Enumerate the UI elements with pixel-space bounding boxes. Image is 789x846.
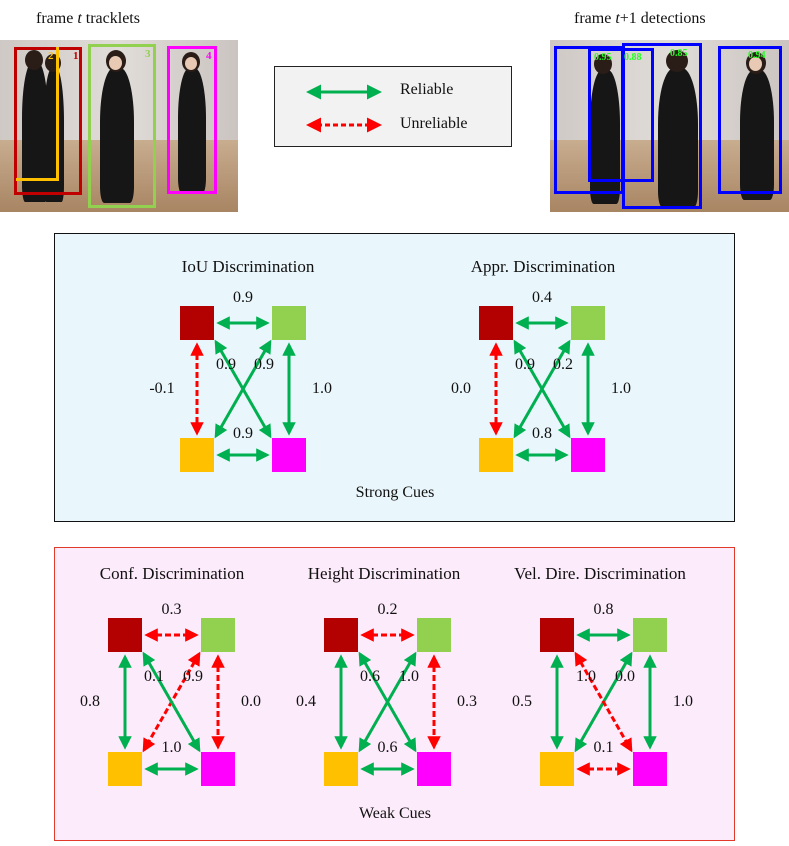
node-green: [571, 306, 605, 340]
edge-label-diag-left-5: 1.0: [576, 668, 596, 685]
node-red: [180, 306, 214, 340]
edge-label-left-1: -0.1: [149, 380, 175, 397]
edge-diagonal-b-1: [214, 339, 272, 439]
node-red: [479, 306, 513, 340]
edge-label-diag-left-3: 0.1: [144, 668, 164, 685]
edge-label-right-1: 1.0: [312, 380, 332, 397]
weak-cues-label: Weak Cues: [358, 805, 432, 822]
edge-label-diag-right-3: 0.9: [183, 668, 203, 685]
edge-label-bottom-4: 0.6: [377, 739, 398, 756]
tracklet-id-2: 2: [48, 50, 54, 62]
detection-score-2: 0.88: [624, 52, 642, 63]
left-caption: frame t tracklets: [36, 10, 140, 28]
strong-cues-panel: [54, 233, 735, 522]
legend-unreliable-label: Unreliable: [400, 115, 468, 132]
node-green: [633, 618, 667, 652]
right-caption-prefix: frame: [574, 10, 612, 27]
dancer-figure: [740, 70, 774, 200]
detection-box-3: [622, 43, 702, 209]
edge-label-bottom-1: 0.9: [233, 425, 253, 442]
node-green: [272, 306, 306, 340]
node-magenta: [201, 752, 235, 786]
edge-label-diag-left-2: 0.9: [515, 355, 535, 373]
tracklet-box-3: [88, 44, 156, 208]
edge-diagonal-b-5: [574, 651, 633, 753]
edge-label-left-5: 0.5: [512, 693, 532, 710]
tracklet-box-2: [16, 47, 59, 181]
node-green: [201, 618, 235, 652]
edge-diagonal-b-4: [358, 651, 417, 753]
right-caption-suffix: +1 detections: [619, 10, 706, 27]
dancer-figure: [658, 68, 698, 208]
graph-title-3: Conf. Discrimination: [99, 564, 245, 583]
graph-title-2: Appr. Discrimination: [470, 257, 616, 276]
edge-label-top-3: 0.3: [161, 601, 182, 618]
tracklet-box-4: [167, 46, 217, 194]
edge-label-diag-right-2: 0.2: [553, 355, 573, 373]
edge-label-right-2: 1.0: [611, 380, 631, 397]
edge-label-diag-left-1: 0.9: [216, 355, 236, 373]
legend-reliable-label: Reliable: [400, 81, 454, 98]
graph-title-5: Vel. Dire. Discrimination: [514, 564, 686, 583]
edge-label-bottom-2: 0.8: [532, 425, 552, 442]
node-red: [324, 618, 358, 652]
edge-label-left-2: 0.0: [451, 380, 471, 397]
edge-label-bottom-5: 0.1: [593, 739, 614, 756]
node-orange: [540, 752, 574, 786]
edge-label-top-2: 0.4: [532, 289, 552, 306]
left-caption-suffix: tracklets: [85, 10, 140, 27]
detection-score-3: 0.85: [670, 48, 688, 59]
dancer-figure: [44, 68, 64, 202]
detection-box-4: [718, 46, 782, 194]
node-magenta: [633, 752, 667, 786]
node-orange: [180, 438, 214, 472]
node-red: [540, 618, 574, 652]
legend-arrows: [306, 84, 382, 133]
node-magenta: [417, 752, 451, 786]
tracklet-id-3: 3: [145, 48, 151, 60]
left-caption-prefix: frame: [36, 10, 74, 27]
tracklet-id-4: 4: [206, 50, 212, 62]
edge-label-diag-right-4: 1.0: [399, 668, 419, 685]
graph-title-1: IoU Discrimination: [181, 257, 315, 276]
edge-label-right-4: 0.3: [457, 693, 477, 710]
detection-score-4: 0.94: [748, 50, 766, 61]
detection-box-2: [588, 48, 654, 182]
tracklet-id-1: 1: [73, 50, 79, 62]
legend: Reliable Unreliable: [274, 66, 512, 147]
edge-label-diag-left-4: 0.6: [360, 668, 380, 685]
node-orange: [108, 752, 142, 786]
tracklets-photo: 1 2 3 4: [0, 40, 238, 212]
edge-label-top-4: 0.2: [377, 601, 398, 618]
strong-cues-label: Strong Cues: [355, 484, 435, 501]
edge-label-left-3: 0.8: [80, 693, 100, 710]
edge-diagonal-b-3: [142, 651, 201, 753]
node-magenta: [272, 438, 306, 472]
detections-photo: 0.95 0.88 0.85 0.94: [550, 40, 789, 212]
node-green: [417, 618, 451, 652]
edge-diagonal-b-2: [513, 339, 571, 439]
edge-label-bottom-3: 1.0: [161, 739, 182, 756]
edge-label-diag-right-1: 0.9: [254, 355, 274, 373]
edge-label-top-1: 0.9: [233, 289, 253, 306]
edge-label-right-3: 0.0: [241, 693, 261, 710]
left-caption-variable: t: [77, 10, 82, 27]
dancer-figure: [100, 68, 134, 203]
edge-label-top-5: 0.8: [593, 601, 614, 618]
tracklet-box-1: [14, 47, 82, 195]
edge-label-left-4: 0.4: [296, 693, 316, 710]
graph-title-4: Height Discrimination: [307, 564, 461, 583]
dancer-figure: [178, 68, 206, 193]
right-caption-variable: t: [615, 10, 620, 27]
node-orange: [324, 752, 358, 786]
node-red: [108, 618, 142, 652]
node-magenta: [571, 438, 605, 472]
detection-score-1: 0.95: [594, 52, 612, 63]
edge-label-diag-right-5: 0.0: [615, 668, 635, 685]
node-orange: [479, 438, 513, 472]
right-caption: frame t+1 detections: [574, 10, 706, 28]
edge-label-right-5: 1.0: [673, 693, 693, 710]
